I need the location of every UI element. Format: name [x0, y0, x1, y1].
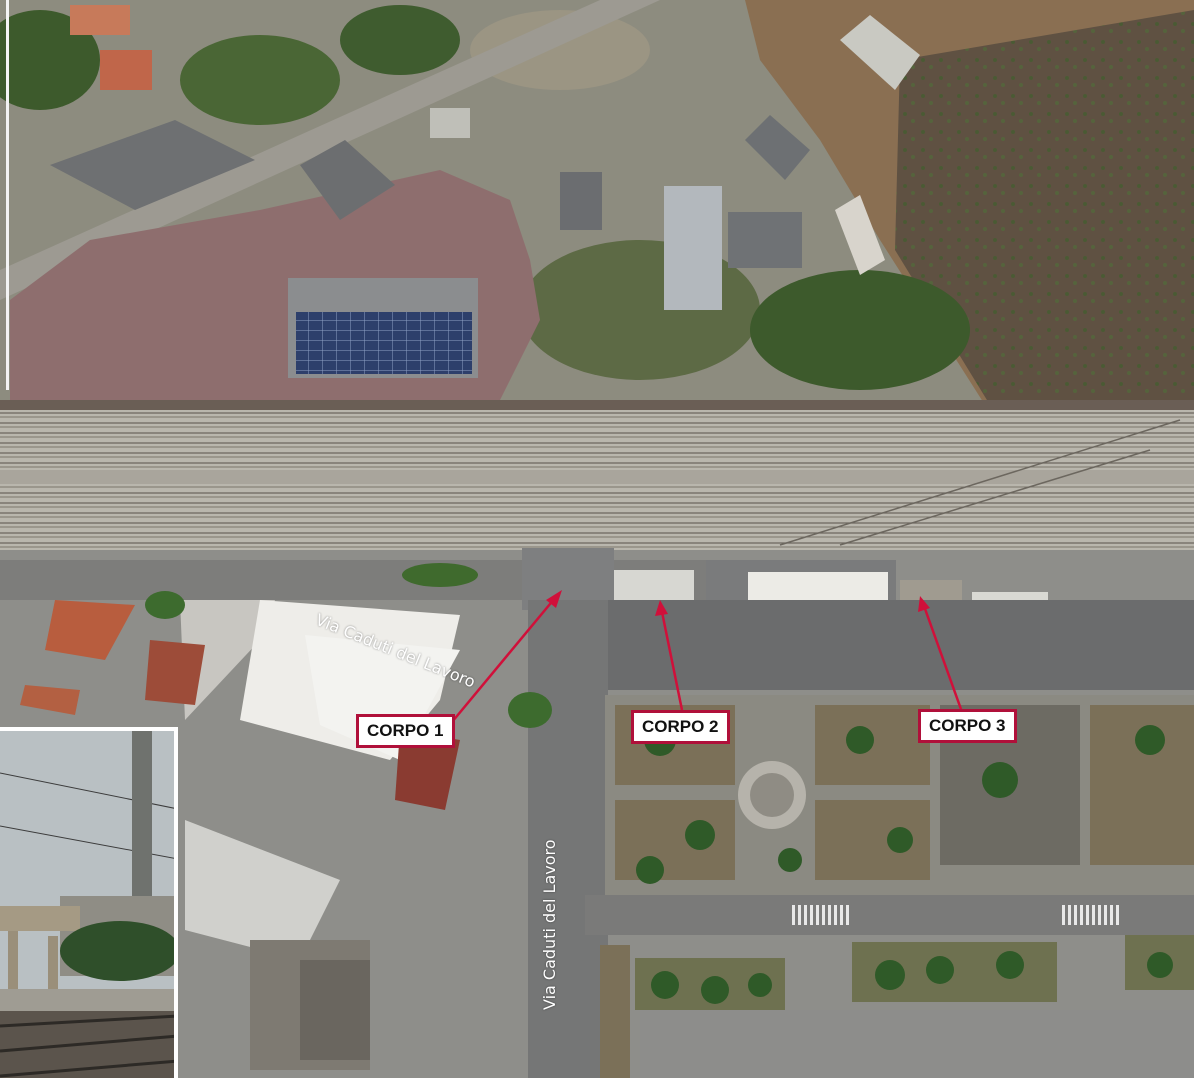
callout-corpo-2: CORPO 2: [631, 710, 730, 744]
callout-corpo-1: CORPO 1: [356, 714, 455, 748]
station-photo-inset: [0, 727, 178, 1078]
callout-corpo-3: CORPO 3: [918, 709, 1017, 743]
street-label-vertical: Via Caduti del Lavoro: [540, 839, 559, 1010]
station-photo: [0, 731, 174, 1078]
frame-left-edge: [0, 0, 9, 390]
